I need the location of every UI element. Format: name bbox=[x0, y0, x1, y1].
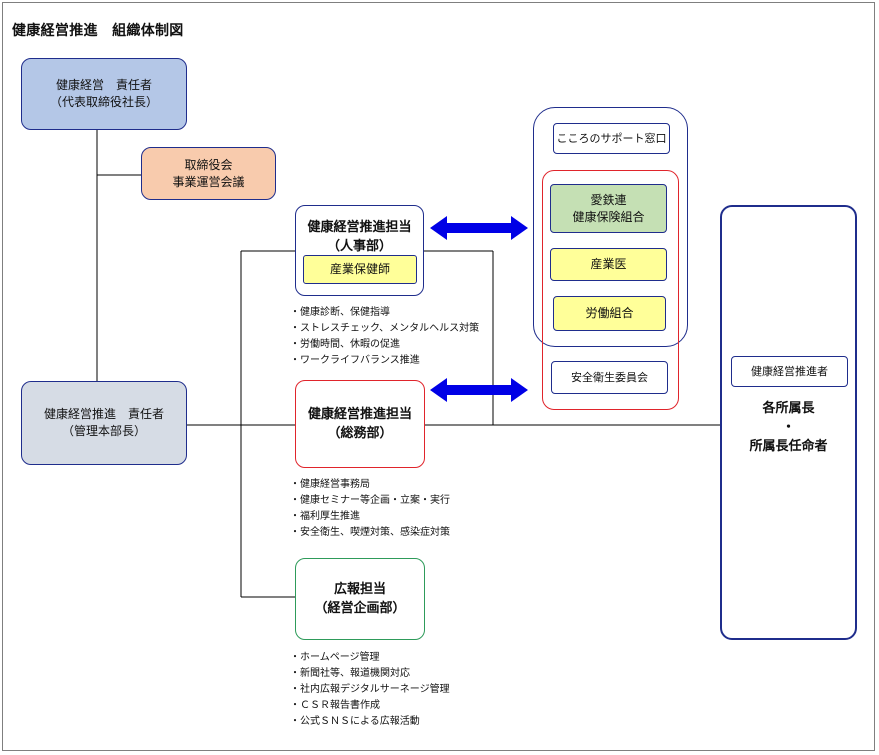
managers-line1: 各所属長 bbox=[762, 400, 815, 416]
doctor-box: 産業医 bbox=[550, 248, 667, 281]
union-label: 労働組合 bbox=[585, 306, 634, 320]
pr-dept: （経営企画部） bbox=[314, 601, 406, 616]
union-box: 労働組合 bbox=[553, 296, 666, 331]
board-box: 取締役会 事業運営会議 bbox=[141, 147, 276, 200]
safety-box: 安全衛生委員会 bbox=[551, 361, 668, 394]
kokoro-group bbox=[533, 107, 688, 347]
list-item: ・ＣＳＲ報告書作成 bbox=[290, 700, 380, 711]
list-item: ・公式ＳＮＳによる広報活動 bbox=[290, 716, 420, 727]
managers-line3: 所属長任命者 bbox=[749, 438, 828, 454]
nurse-box: 産業保健師 bbox=[303, 255, 417, 284]
board-line2: 事業運営会議 bbox=[172, 174, 245, 189]
list-item: ・社内広報デジタルサーネージ管理 bbox=[290, 684, 450, 695]
hr-title: 健康経営推進担当 bbox=[307, 220, 412, 235]
pr-duties-list: ・ホームページ管理 ・新聞社等、報道機関対応 ・社内広報デジタルサーネージ管理 … bbox=[290, 650, 450, 730]
list-item: ・健康セミナー等企画・立案・実行 bbox=[290, 495, 450, 506]
list-item: ・ワークライフバランス推進 bbox=[290, 355, 420, 366]
list-item: ・安全衛生、喫煙対策、感染症対策 bbox=[290, 527, 450, 538]
safety-label: 安全衛生委員会 bbox=[571, 371, 648, 384]
double-arrow-ga bbox=[430, 378, 528, 402]
list-item: ・ホームページ管理 bbox=[290, 652, 380, 663]
ga-title: 健康経営推進担当 bbox=[307, 407, 412, 422]
double-arrow-hr bbox=[430, 216, 528, 240]
promoter-box: 健康経営推進者 bbox=[731, 356, 848, 387]
pr-box: 広報担当 （経営企画部） bbox=[295, 558, 425, 640]
hr-duties-list: ・健康診断、保健指導 ・ストレスチェック、メンタルヘルス対策 ・労働時間、休暇の… bbox=[290, 305, 479, 369]
pr-title: 広報担当 bbox=[333, 582, 386, 597]
kokoro-box: こころのサポート窓口 bbox=[553, 123, 670, 154]
director-box: 健康経営推進 責任者 （管理本部長） bbox=[21, 381, 187, 465]
doctor-label: 産業医 bbox=[590, 257, 627, 271]
list-item: ・健康診断、保健指導 bbox=[290, 307, 390, 318]
director-role: （管理本部長） bbox=[61, 424, 146, 438]
ceo-role: （代表取締役社長） bbox=[49, 95, 158, 109]
director-title: 健康経営推進 責任者 bbox=[43, 407, 164, 421]
insurance-line1: 愛鉄連 bbox=[590, 192, 627, 207]
ga-duties-list: ・健康経営事務局 ・健康セミナー等企画・立案・実行 ・福利厚生推進 ・安全衛生、… bbox=[290, 477, 450, 541]
managers-text: 各所属長 ・ 所属長任命者 bbox=[722, 398, 855, 456]
ga-box: 健康経営推進担当 （総務部） bbox=[295, 380, 425, 468]
nurse-label: 産業保健師 bbox=[329, 262, 390, 276]
insurance-box: 愛鉄連 健康保険組合 bbox=[550, 184, 667, 233]
hr-dept: （人事部） bbox=[326, 239, 392, 254]
promoter-label: 健康経営推進者 bbox=[751, 365, 828, 378]
managers-line2: ・ bbox=[781, 419, 795, 435]
partners-group bbox=[542, 170, 679, 410]
ga-dept: （総務部） bbox=[327, 426, 393, 441]
list-item: ・福利厚生推進 bbox=[290, 511, 360, 522]
managers-box bbox=[720, 205, 857, 640]
ceo-title: 健康経営 責任者 bbox=[55, 78, 152, 92]
list-item: ・健康経営事務局 bbox=[290, 479, 370, 490]
list-item: ・新聞社等、報道機関対応 bbox=[290, 668, 410, 679]
kokoro-label: こころのサポート窓口 bbox=[556, 132, 667, 145]
list-item: ・ストレスチェック、メンタルヘルス対策 bbox=[290, 323, 480, 334]
ceo-box: 健康経営 責任者 （代表取締役社長） bbox=[21, 58, 187, 130]
diagram-title: 健康経営推進 組織体制図 bbox=[12, 23, 184, 39]
board-line1: 取締役会 bbox=[184, 157, 233, 172]
list-item: ・労働時間、休暇の促進 bbox=[290, 339, 400, 350]
insurance-line2: 健康保険組合 bbox=[572, 209, 645, 224]
